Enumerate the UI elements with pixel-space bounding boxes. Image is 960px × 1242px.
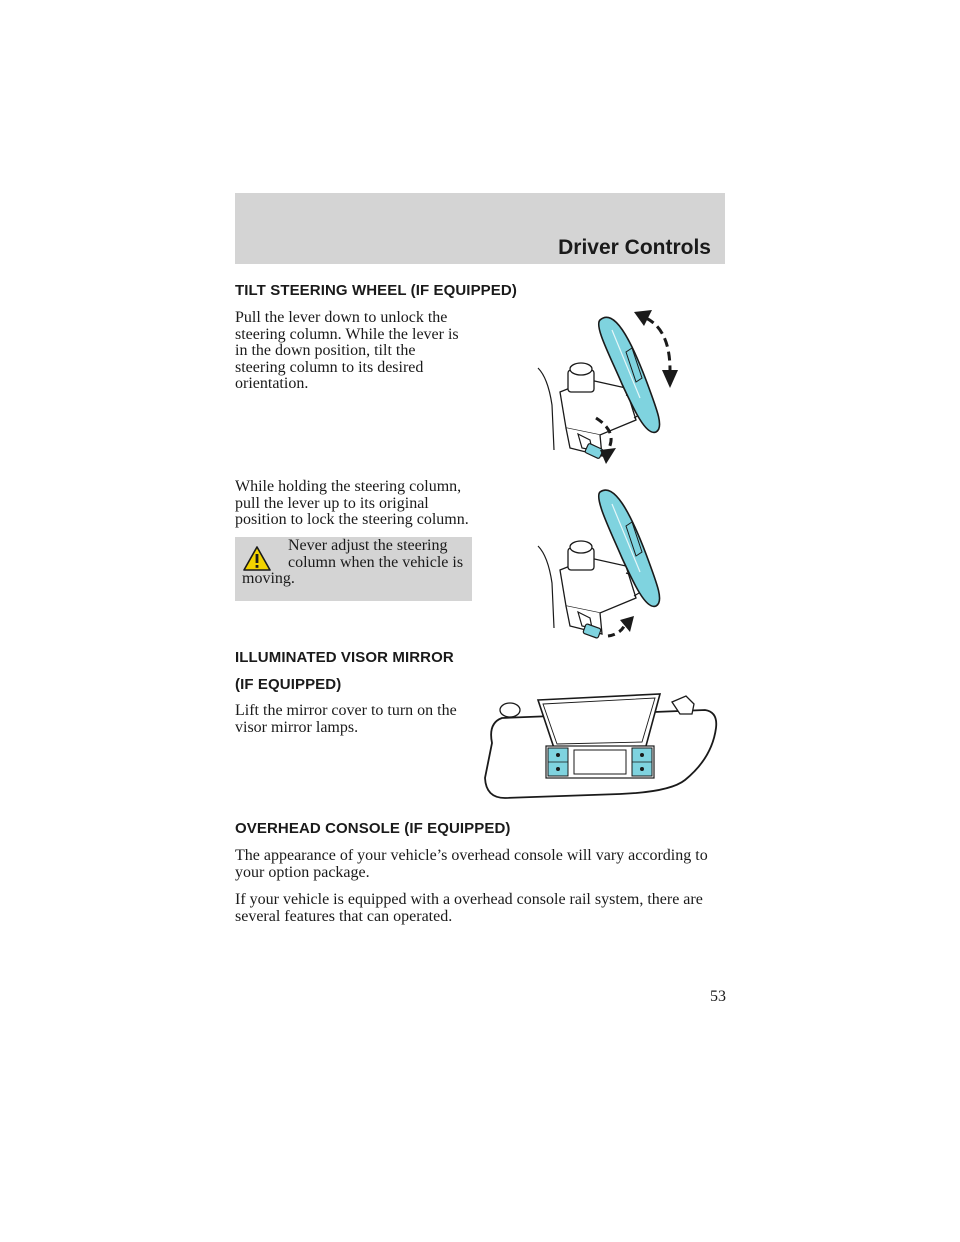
header-band: Driver Controls bbox=[235, 193, 725, 264]
overhead-console-rail-system: If your vehicle is equipped with a overh… bbox=[235, 891, 703, 925]
tilt-unlock-illustration bbox=[537, 310, 678, 464]
tilt-instructions-lock: While holding the steering column, pull … bbox=[235, 478, 469, 529]
section-title: Driver Controls bbox=[558, 236, 711, 259]
tilt-instructions-unlock: Pull the lever down to unlock the steeri… bbox=[235, 309, 459, 393]
text-line: steering column. While the lever is bbox=[235, 325, 459, 343]
overhead-console-heading: OVERHEAD CONSOLE (IF EQUIPPED) bbox=[235, 820, 511, 837]
text-line: Pull the lever down to unlock the bbox=[235, 309, 448, 326]
tilt-lock-illustration bbox=[537, 489, 661, 639]
text-line: steering column to its desired bbox=[235, 358, 424, 376]
text-line: The appearance of your vehicle’s overhea… bbox=[235, 847, 708, 864]
warning-line: column when the vehicle is bbox=[288, 553, 464, 571]
text-line: orientation. bbox=[235, 375, 309, 392]
text-line: While holding the steering column, bbox=[235, 478, 462, 495]
page-number: 53 bbox=[710, 988, 726, 1005]
text-line: position to lock the steering column. bbox=[235, 511, 469, 528]
visor-mirror-instructions: Lift the mirror cover to turn on the vis… bbox=[235, 702, 457, 736]
warning-line: Never adjust the steering bbox=[288, 537, 448, 554]
warning-line: moving. bbox=[242, 570, 295, 587]
text-line: your option package. bbox=[235, 863, 370, 881]
visor-mirror-heading-line1: ILLUMINATED VISOR MIRROR bbox=[235, 649, 454, 666]
text-line: visor mirror lamps. bbox=[235, 718, 359, 736]
visor-mirror-illustration bbox=[484, 693, 718, 799]
warning-box: Never adjust the steering column when th… bbox=[235, 537, 472, 601]
text-line: in the down position, tilt the bbox=[235, 342, 416, 359]
warning-text: Never adjust the steering column when th… bbox=[235, 537, 467, 588]
visor-mirror-heading-line2: (IF EQUIPPED) bbox=[235, 676, 342, 693]
text-line: Lift the mirror cover to turn on the bbox=[235, 702, 457, 719]
tilt-steering-heading: TILT STEERING WHEEL (IF EQUIPPED) bbox=[235, 282, 517, 299]
text-line: pull the lever up to its original bbox=[235, 494, 429, 512]
text-line: several features that can operated. bbox=[235, 907, 453, 925]
text-line: If your vehicle is equipped with a overh… bbox=[235, 891, 703, 908]
overhead-console-appearance: The appearance of your vehicle’s overhea… bbox=[235, 847, 708, 881]
warning-triangle-icon bbox=[243, 546, 271, 571]
